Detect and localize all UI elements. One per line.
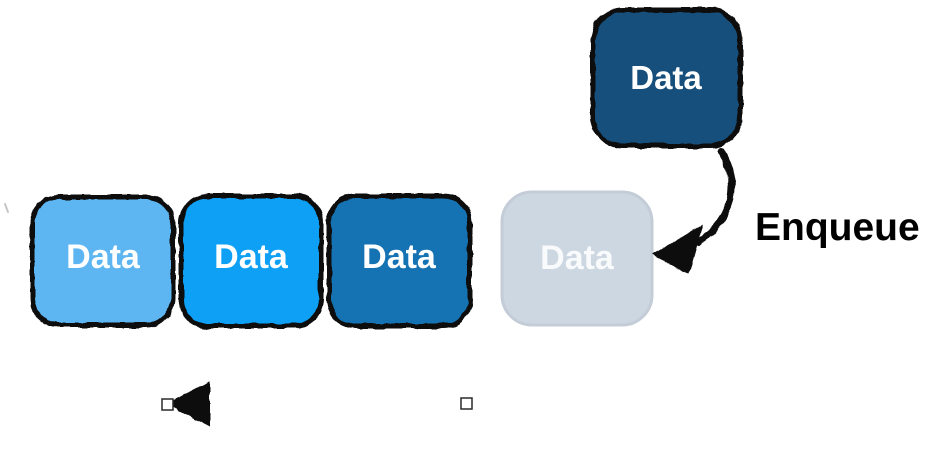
stray-mark [4, 203, 9, 213]
enqueue-arrow-icon [652, 147, 736, 274]
queue-item-label: Data [362, 238, 437, 276]
queue-item-box [326, 193, 473, 329]
direction-arrowhead [166, 381, 210, 427]
queue-slot-incoming: Data [500, 190, 654, 327]
queue-item-label: Data [66, 238, 141, 276]
queue-direction-arrow-icon [161, 381, 473, 427]
queue-item-label: Data [540, 239, 615, 277]
queue-item-label: Data [214, 238, 289, 276]
incoming-data-box: Data [590, 7, 743, 149]
enqueue-arrowhead [652, 224, 703, 274]
enqueue-label: Enqueue [755, 206, 920, 249]
incoming-data-rect [590, 7, 743, 149]
queue-item-box [500, 190, 654, 327]
enqueue-arrow-curve [695, 147, 736, 246]
queue-item-3: Data [326, 193, 473, 329]
queue-item-box [178, 193, 324, 329]
queue-item-2: Data [178, 193, 324, 329]
arrow-endpoint-handle-left [161, 398, 174, 411]
queue-item-box [29, 194, 176, 328]
queue-item-1: Data [29, 194, 176, 328]
arrow-endpoint-handle-right [460, 397, 473, 410]
incoming-data-label: Data [630, 59, 702, 96]
